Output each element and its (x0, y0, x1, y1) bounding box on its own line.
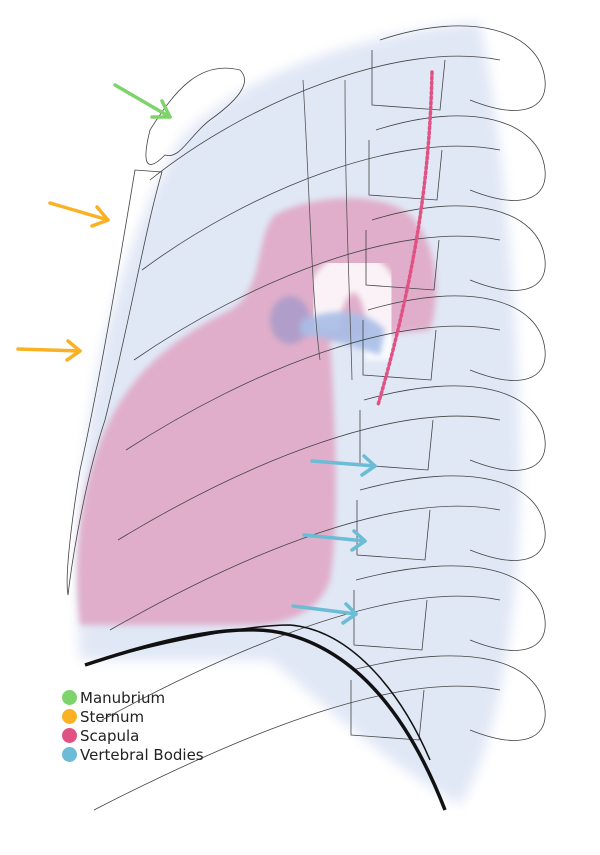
legend: Manubrium Sternum Scapula Vertebral Bodi… (62, 688, 204, 764)
aorta (300, 252, 405, 360)
arrows (16, 83, 377, 625)
rib (149, 25, 546, 181)
vertebral-body (350, 680, 425, 741)
vertebral-body (356, 500, 431, 561)
legend-label: Scapula (80, 726, 140, 745)
diaphragm (84, 628, 447, 811)
pulmonary-vessel (300, 311, 385, 355)
vertebral-arrow-3 (291, 602, 358, 625)
legend-item-scapula: Scapula (62, 726, 204, 745)
legend-dot (62, 728, 77, 743)
legend-label: Vertebral Bodies (80, 745, 204, 764)
vertebral-arrow-1 (310, 454, 377, 477)
rib (141, 115, 546, 271)
sternum-arrow-1 (48, 201, 110, 228)
ribs (93, 25, 546, 811)
rib (109, 475, 546, 631)
legend-label: Manubrium (80, 688, 166, 707)
vertebral-body (368, 140, 443, 201)
legend-item-vertebral-bodies: Vertebral Bodies (62, 745, 204, 764)
manubrium-arrow (113, 83, 172, 119)
legend-item-manubrium: Manubrium (62, 688, 204, 707)
legend-dot (62, 747, 77, 762)
sternum-outline (66, 67, 245, 596)
heart (77, 198, 436, 625)
rib (93, 655, 546, 811)
vertebral-arrow-2 (302, 529, 367, 552)
rib (117, 385, 546, 541)
rib (101, 565, 546, 721)
vertebral-body (371, 50, 446, 111)
rib (133, 205, 546, 361)
vertebral-body (362, 320, 437, 381)
vertebral-body (365, 230, 440, 291)
legend-label: Sternum (80, 707, 145, 726)
scapula-line (376, 70, 434, 407)
legend-dot (62, 690, 77, 705)
rib (125, 295, 546, 451)
trachea (302, 79, 353, 381)
legend-item-sternum: Sternum (62, 707, 204, 726)
legend-dot (62, 709, 77, 724)
diaphragm-inner (99, 624, 431, 761)
vertebral-body (359, 410, 434, 471)
sternum-arrow-2 (16, 339, 82, 362)
